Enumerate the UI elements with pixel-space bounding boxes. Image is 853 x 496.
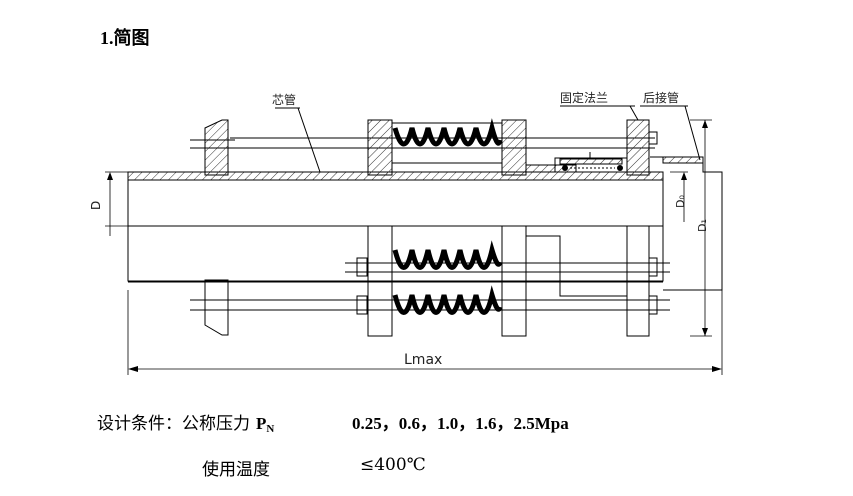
fixed-flange (356, 119, 658, 337)
core-pipe-label: 芯管 (272, 92, 296, 107)
fixed-flange-label: 固定法兰 (560, 90, 608, 105)
pressure-label: 公称压力 (182, 414, 250, 434)
d-dimension: D (89, 201, 103, 210)
left-flange (190, 119, 235, 336)
diagram-title: 1.简图 (100, 28, 150, 48)
pressure-values: 0.25，0.6，1.0，1.6，2.5Mpa (352, 414, 569, 433)
lmax-dimension: Lmax (404, 352, 442, 368)
spring-bottom-lower (392, 285, 503, 315)
temp-label: 使用温度 (202, 460, 270, 480)
packing-seal (525, 152, 628, 173)
rear-pipe-label: 后接管 (643, 90, 679, 105)
d0-dimension: D₀ (674, 195, 687, 208)
core-pipe (127, 171, 664, 283)
temp-value: ≤400℃ (360, 455, 426, 475)
conditions-prefix: 设计条件： (97, 414, 182, 434)
spring-bottom-upper (392, 240, 503, 270)
spring-housing-bottom (367, 225, 527, 337)
design-conditions-temperature: 使用温度 ≤400℃ (202, 455, 426, 480)
d1-dimension: D₁ (696, 219, 709, 232)
rear-pipe (650, 156, 723, 291)
design-conditions-pressure: 设计条件：公称压力 PN 0.25，0.6，1.0，1.6，2.5Mpa (97, 409, 569, 435)
pn-symbol: PN (256, 414, 275, 435)
spring-housing-top (367, 119, 527, 176)
spring-top (392, 118, 503, 147)
